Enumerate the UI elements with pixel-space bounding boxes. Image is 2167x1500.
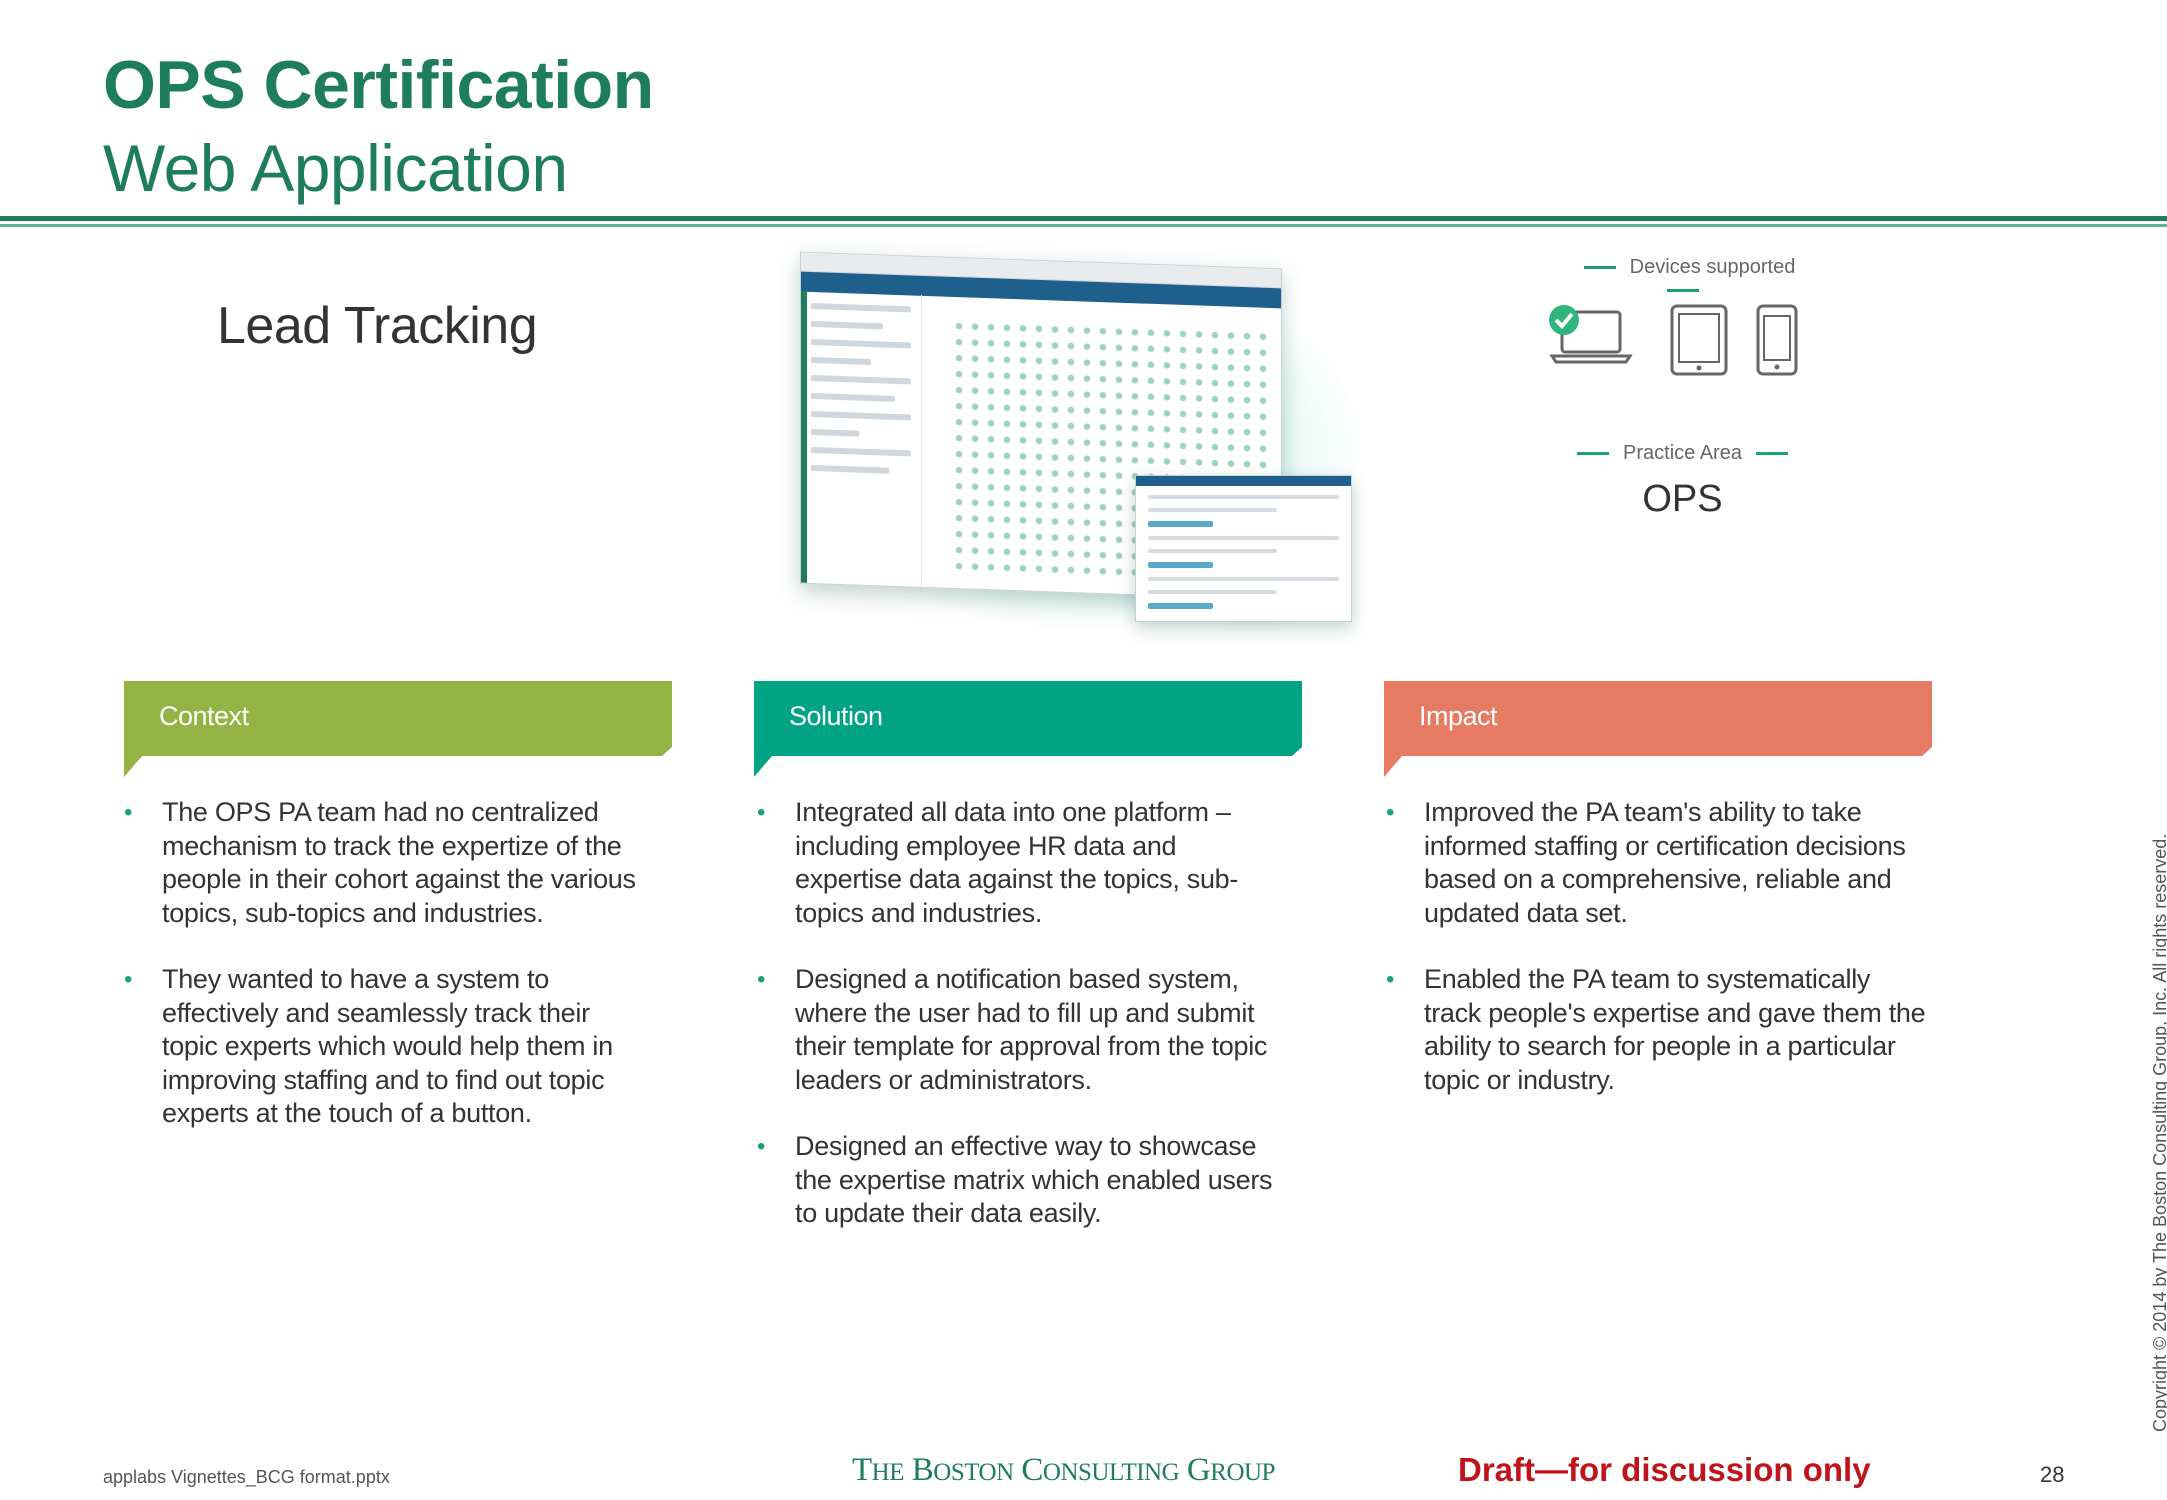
bcg-logo: THE BOSTON CONSULTING GROUP <box>852 1452 1275 1488</box>
solution-column: Integrated all data into one platform – … <box>757 796 1277 1264</box>
lead-tracking-heading: Lead Tracking <box>217 297 538 355</box>
check-icon <box>1549 305 1579 335</box>
tablet-icon <box>1670 304 1728 376</box>
impact-banner: Impact <box>1384 681 1932 777</box>
approval-window-image <box>1135 475 1352 622</box>
practice-area-value: OPS <box>1642 478 1723 520</box>
impact-bullet: Enabled the PA team to systematically tr… <box>1386 963 1926 1097</box>
solution-bullet: Designed an effective way to showcase th… <box>757 1130 1277 1231</box>
header-rule-secondary <box>0 224 2167 227</box>
page-title: OPS Certification <box>103 47 654 123</box>
impact-bullet: Improved the PA team's ability to take i… <box>1386 796 1926 930</box>
devices-supported-label: Devices supported <box>1540 256 1825 302</box>
context-banner: Context <box>124 681 672 777</box>
page-subtitle: Web Application <box>103 131 568 205</box>
practice-area-label: Practice Area <box>1540 442 1825 465</box>
solution-banner: Solution <box>754 681 1302 777</box>
context-bullet: They wanted to have a system to effectiv… <box>124 963 644 1131</box>
context-title: Context <box>159 701 249 731</box>
phone-icon <box>1756 304 1798 376</box>
context-bullet: The OPS PA team had no centralized mecha… <box>124 796 644 930</box>
header-rule <box>0 216 2167 221</box>
copyright-notice: Copyright © 2014 by The Boston Consultin… <box>2150 833 2167 1432</box>
app-screenshot-mockup <box>760 240 1380 640</box>
page-number: 28 <box>2040 1462 2065 1487</box>
impact-title: Impact <box>1419 701 1498 731</box>
impact-column: Improved the PA team's ability to take i… <box>1386 796 1926 1130</box>
context-column: The OPS PA team had no centralized mecha… <box>124 796 644 1164</box>
footer-filename: applabs Vignettes_BCG format.pptx <box>103 1467 390 1487</box>
solution-bullet: Designed a notification based system, wh… <box>757 963 1277 1097</box>
device-icons <box>1540 298 1825 378</box>
solution-bullet: Integrated all data into one platform – … <box>757 796 1277 930</box>
solution-title: Solution <box>789 701 883 731</box>
draft-notice: Draft—for discussion only <box>1458 1451 1871 1488</box>
